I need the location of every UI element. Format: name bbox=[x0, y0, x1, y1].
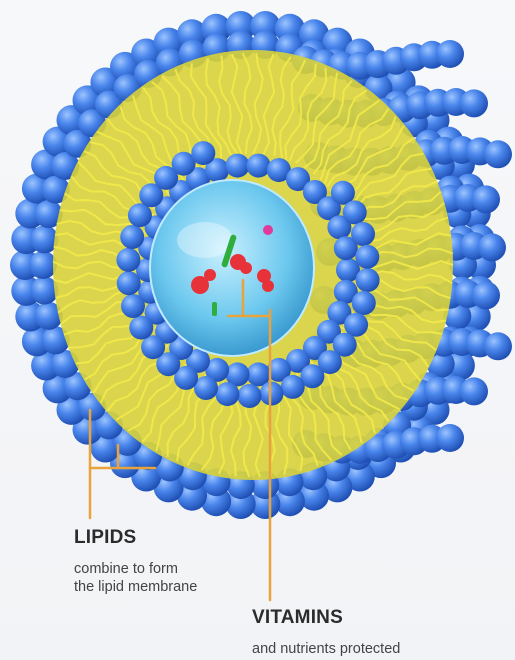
inner-lipid-head bbox=[215, 382, 239, 406]
inner-lipid-head bbox=[343, 200, 367, 224]
vitamins-label-description: and nutrients protected bbox=[252, 640, 512, 658]
nutrient-strand bbox=[212, 302, 217, 316]
lipid-head bbox=[436, 424, 464, 452]
lipid-head bbox=[29, 251, 57, 279]
inner-lipid-head bbox=[120, 225, 144, 249]
lipid-head bbox=[484, 332, 512, 360]
inner-lipid-head bbox=[238, 384, 262, 408]
vitamin-molecule bbox=[240, 262, 252, 274]
lipid-head bbox=[460, 377, 488, 405]
inner-lipid-head bbox=[281, 375, 305, 399]
inner-lipid-head bbox=[226, 154, 250, 178]
lipid-head bbox=[472, 281, 500, 309]
lipids-desc-line-1: combine to form bbox=[74, 560, 274, 578]
core-sphere bbox=[150, 180, 314, 356]
lipid-head bbox=[472, 185, 500, 213]
lipids-label-title: LIPIDS bbox=[74, 527, 136, 549]
inner-lipid-head bbox=[191, 141, 215, 165]
core-highlight bbox=[177, 222, 233, 258]
inner-lipid-head bbox=[356, 268, 380, 292]
lipid-head bbox=[460, 89, 488, 117]
inner-lipid-head bbox=[352, 291, 376, 315]
inner-lipid-head bbox=[121, 294, 145, 318]
inner-lipid-head bbox=[355, 245, 379, 269]
vitamins-label-title: VITAMINS bbox=[252, 607, 343, 629]
vitamin-molecule bbox=[204, 269, 216, 281]
nutrient-molecule bbox=[263, 225, 273, 235]
lipids-label-description: combine to form the lipid membrane bbox=[74, 560, 274, 596]
inner-lipid-head bbox=[351, 222, 375, 246]
lipid-head bbox=[478, 233, 506, 261]
inner-lipid-head bbox=[129, 316, 153, 340]
aqueous-core bbox=[150, 180, 314, 356]
lipid-head bbox=[436, 40, 464, 68]
inner-lipid-head bbox=[117, 271, 141, 295]
vitamin-molecule bbox=[262, 280, 274, 292]
inner-lipid-head bbox=[260, 382, 284, 406]
lipid-head bbox=[484, 140, 512, 168]
inner-lipid-head bbox=[247, 154, 271, 178]
inner-lipid-head bbox=[116, 248, 140, 272]
lipids-desc-line-2: the lipid membrane bbox=[74, 578, 274, 596]
